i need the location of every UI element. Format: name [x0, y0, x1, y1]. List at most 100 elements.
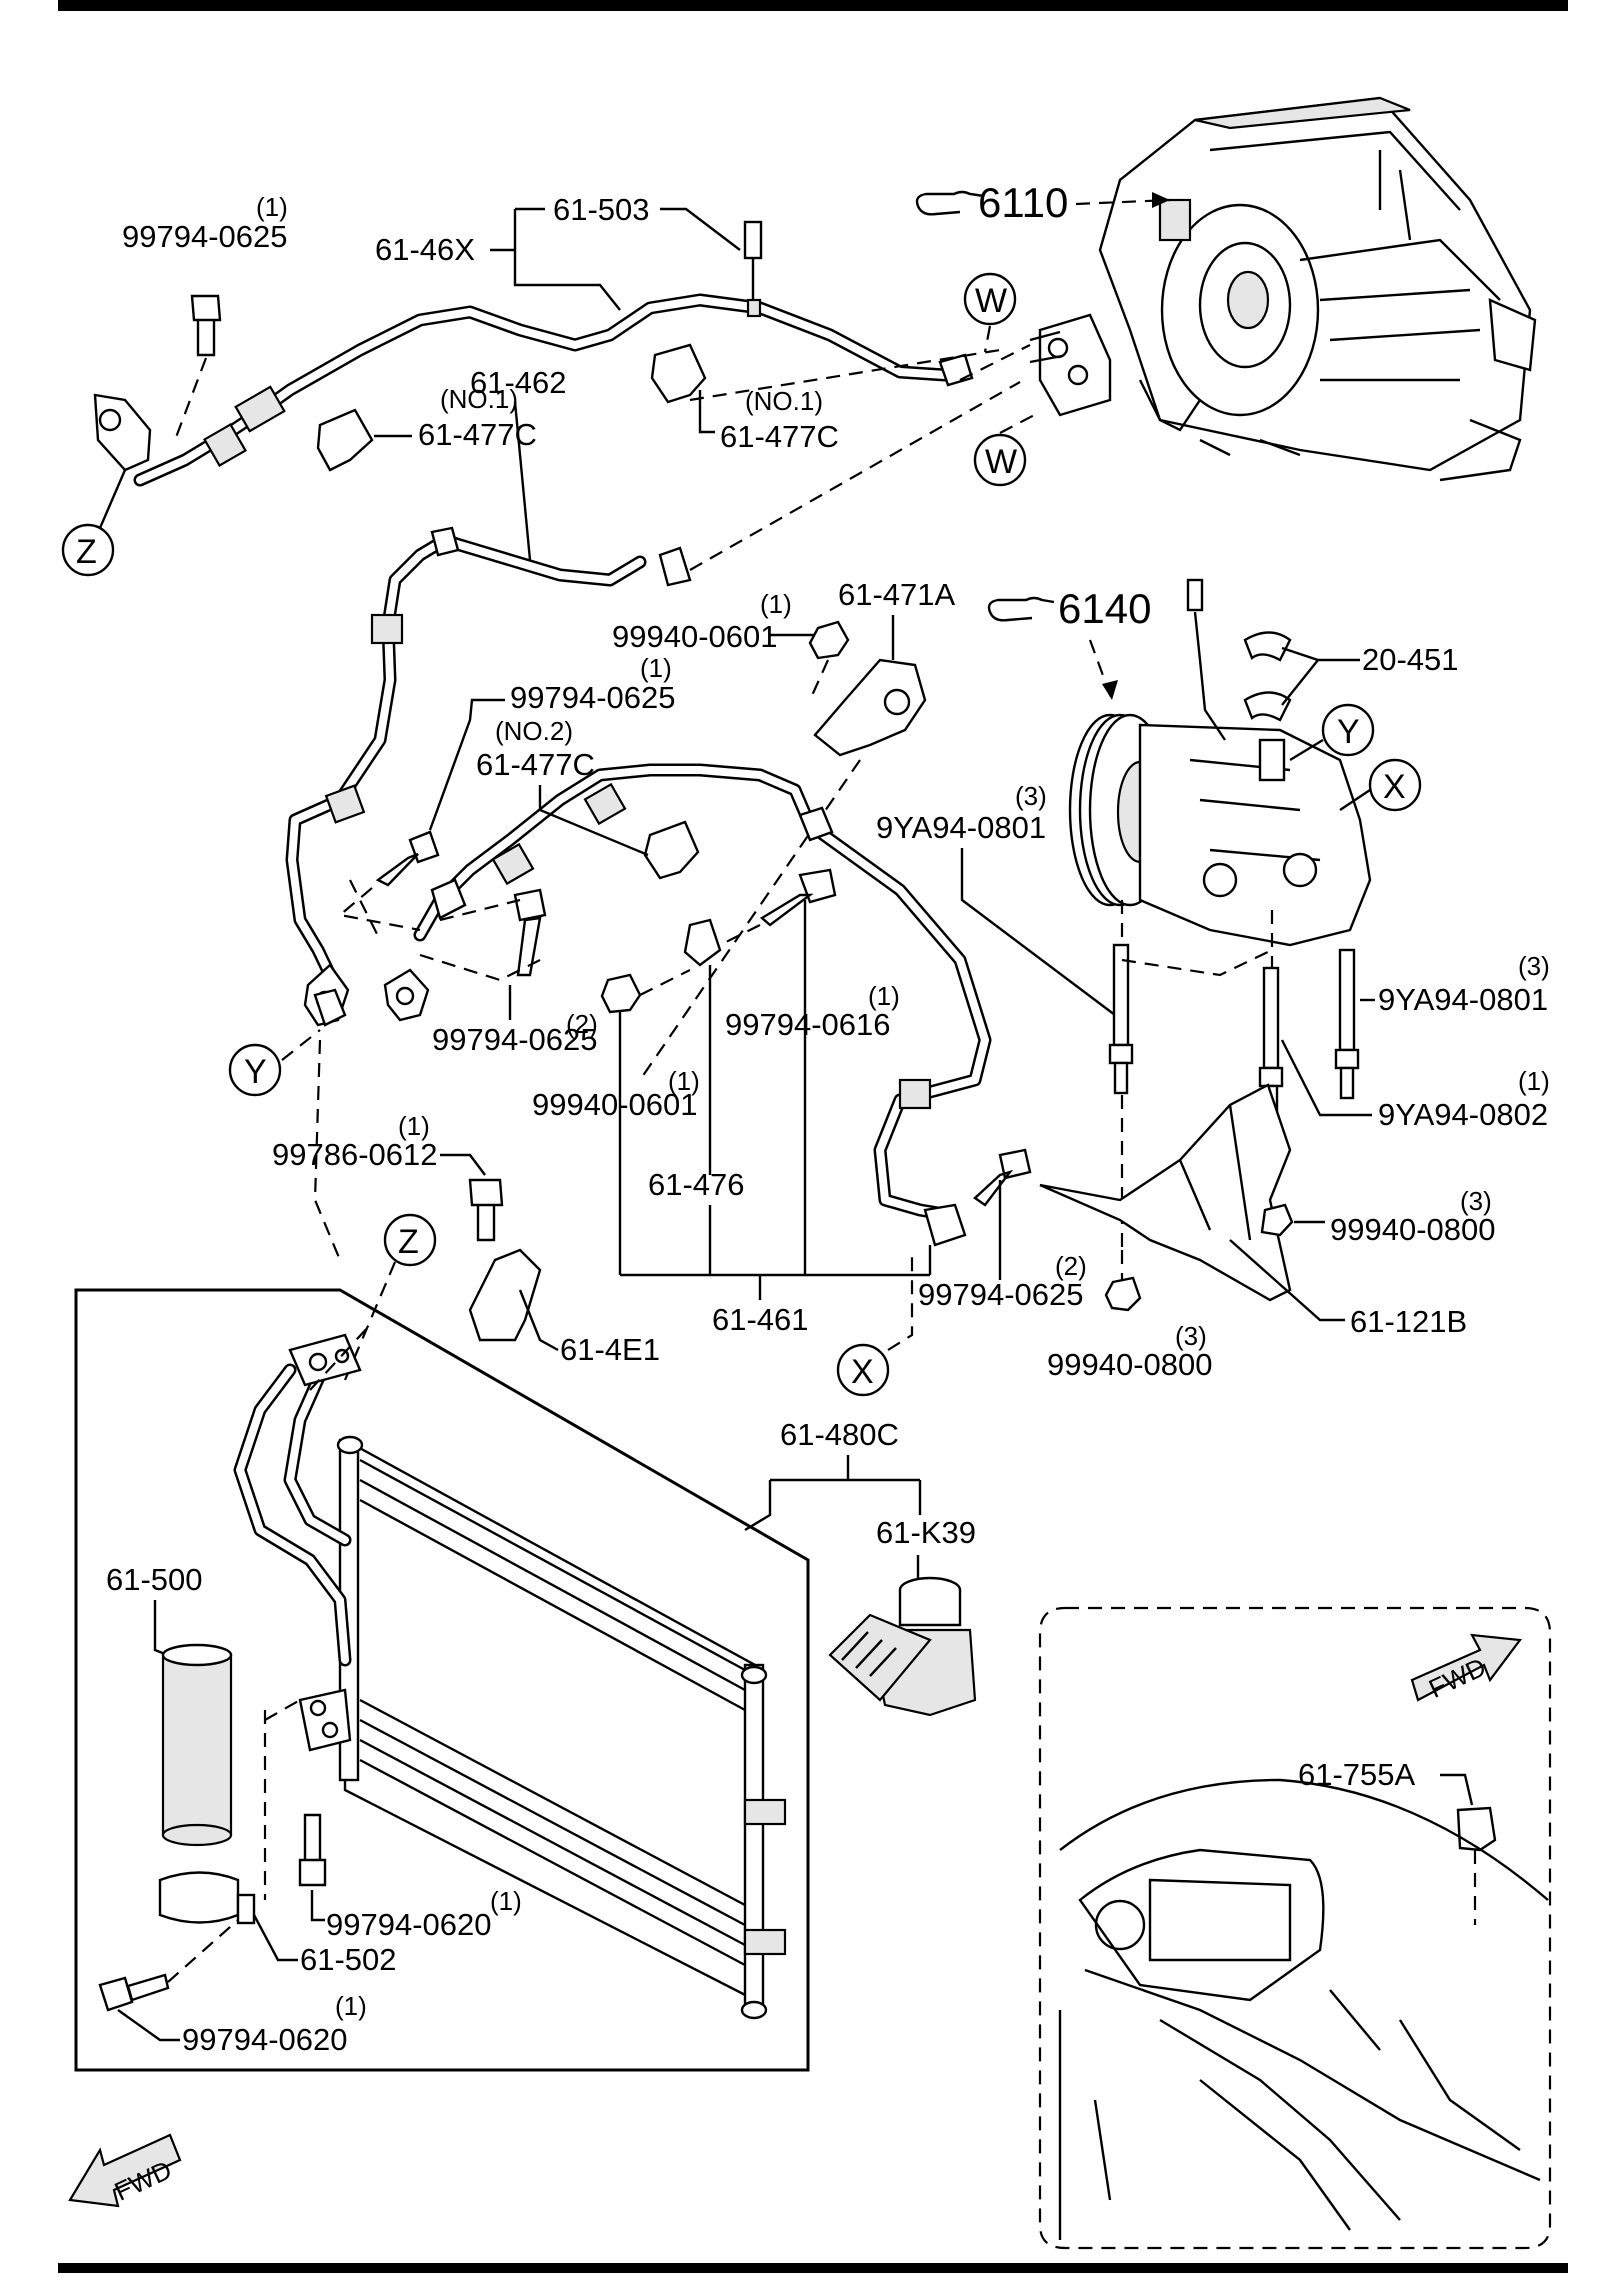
svg-text:(NO.1): (NO.1) [745, 386, 823, 416]
dashboard-illustration [1058, 1778, 1549, 2240]
part-99940-0800-bottom: 99940-0800 [1047, 1347, 1213, 1382]
bolt-99794-0625-right [973, 1148, 1032, 1207]
part-61-477c-right: 61-477C [720, 419, 839, 454]
part-61-500: 61-500 [106, 1562, 203, 1597]
part-99940-0800-right: 99940-0800 [1330, 1212, 1496, 1247]
part-9ya94-0802: 9YA94-0802 [1378, 1097, 1548, 1132]
svg-text:Z: Z [398, 1223, 419, 1261]
pipe-61-461 [383, 763, 992, 1247]
part-61-755a: 61-755A [1298, 1757, 1416, 1792]
svg-text:Y: Y [244, 1053, 267, 1091]
svg-text:(1): (1) [335, 1991, 367, 2021]
svg-text:(3): (3) [1518, 951, 1550, 981]
pointing-hand-icon [987, 596, 1055, 622]
condenser-illustration [233, 1333, 787, 2020]
nut-99940-0800-bottom [1104, 1276, 1142, 1312]
marker-y-left [228, 1043, 282, 1097]
bracket-61-471a [813, 658, 927, 757]
part-61-503: 61-503 [553, 192, 650, 227]
part-61-4e1: 61-4E1 [560, 1332, 660, 1367]
svg-text:(NO.1): (NO.1) [440, 384, 518, 414]
bracket-61-4e1 [468, 1248, 542, 1342]
part-61-502: 61-502 [300, 1942, 397, 1977]
clip-20-451-lower [1243, 691, 1292, 722]
part-9ya94-0801-right: 9YA94-0801 [1378, 982, 1548, 1017]
nut-99940-0601-top [808, 620, 850, 660]
part-99794-0620-horizontal: 99794-0620 [182, 2022, 348, 2057]
top-border-bar [58, 0, 1568, 11]
part-99786-0612: 99786-0612 [272, 1137, 438, 1172]
marker-x-lower [836, 1343, 890, 1397]
bolt-99794-0620-vertical [298, 1813, 327, 1887]
part-61-461: 61-461 [712, 1302, 809, 1337]
part-61-480c: 61-480C [780, 1417, 899, 1452]
part-61-k39: 61-K39 [876, 1515, 976, 1550]
bolt-99794-0616 [759, 868, 837, 927]
svg-text:Z: Z [76, 533, 97, 571]
marker-x-right [1368, 758, 1422, 812]
pointing-hand-icon [915, 190, 985, 216]
band-61-502 [158, 1871, 240, 1924]
svg-text:W: W [975, 282, 1007, 320]
svg-text:(3): (3) [1175, 1321, 1207, 1351]
condenser-inset-frame [74, 1288, 810, 2072]
part-99794-0616: 99794-0616 [725, 1007, 891, 1042]
clamp-61-477c-left [316, 408, 374, 472]
part-61-46x: 61-46X [375, 232, 475, 267]
fwd-arrow-icon: FWD [68, 2133, 182, 2208]
bottom-border-bar [58, 2263, 1568, 2273]
svg-text:(1): (1) [640, 653, 672, 683]
heater-unit-illustration [1029, 96, 1537, 482]
nut-99940-0601-mid [600, 973, 642, 1014]
clamp-61-477c-no2 [643, 820, 700, 880]
svg-text:(1): (1) [398, 1111, 430, 1141]
part-99940-0601-top: 99940-0601 [612, 619, 778, 654]
marker-z-top [61, 523, 115, 577]
fitting-61-476 [683, 918, 722, 967]
part-99794-0625-right: 99794-0625 [918, 1277, 1084, 1312]
svg-text:(2): (2) [566, 1009, 598, 1039]
svg-text:(1): (1) [668, 1066, 700, 1096]
svg-text:(1): (1) [256, 192, 288, 222]
compressor-bolts [1108, 943, 1360, 1118]
marker-w-bottom [973, 433, 1027, 487]
part-61-462: 61-462 [470, 365, 567, 400]
marker-y-right [1321, 703, 1375, 757]
svg-text:W: W [985, 443, 1017, 481]
part-99794-0625-top: 99794-0625 [122, 219, 288, 254]
part-6140: 6140 [1058, 585, 1151, 632]
svg-text:(1): (1) [490, 1886, 522, 1916]
part-61-476: 61-476 [648, 1167, 745, 1202]
part-99794-0625-mid: 99794-0625 [510, 680, 676, 715]
svg-text:(NO.2): (NO.2) [495, 716, 573, 746]
part-61-471a: 61-471A [838, 577, 956, 612]
filter-cap-61-k39 [828, 1576, 977, 1717]
svg-text:(1): (1) [1518, 1066, 1550, 1096]
part-20-451: 20-451 [1362, 642, 1459, 677]
svg-text:(3): (3) [1015, 781, 1047, 811]
clip-20-451-upper [1243, 631, 1292, 662]
marker-z-lower [383, 1213, 437, 1267]
svg-text:X: X [851, 1353, 874, 1391]
part-99794-0625-lower: 99794-0625 [432, 1022, 598, 1057]
bolt-99794-0625-top [190, 294, 222, 357]
svg-text:Y: Y [1337, 713, 1360, 751]
part-61-477c-no2: 61-477C [476, 747, 595, 782]
fwd-arrow-icon: FWD [1410, 1633, 1523, 1704]
part-99940-0601-mid: 99940-0601 [532, 1087, 698, 1122]
part-61-121b: 61-121B [1350, 1304, 1467, 1339]
bolt-99786-0612 [468, 1178, 504, 1242]
marker-w-top [963, 272, 1017, 326]
bolt-99794-0620-horizontal [98, 1973, 170, 2012]
bolt-99794-0625-mid [375, 830, 440, 887]
svg-text:(1): (1) [760, 589, 792, 619]
svg-text:(3): (3) [1460, 1186, 1492, 1216]
part-99794-0620-vertical: 99794-0620 [326, 1907, 492, 1942]
part-9ya94-0801-left: 9YA94-0801 [876, 810, 1046, 845]
compressor-illustration [1068, 578, 1372, 947]
pipe-61-46x [93, 220, 974, 487]
receiver-drier-61-500 [161, 1643, 233, 1847]
part-6110: 6110 [978, 179, 1068, 226]
svg-text:X: X [1383, 768, 1406, 806]
